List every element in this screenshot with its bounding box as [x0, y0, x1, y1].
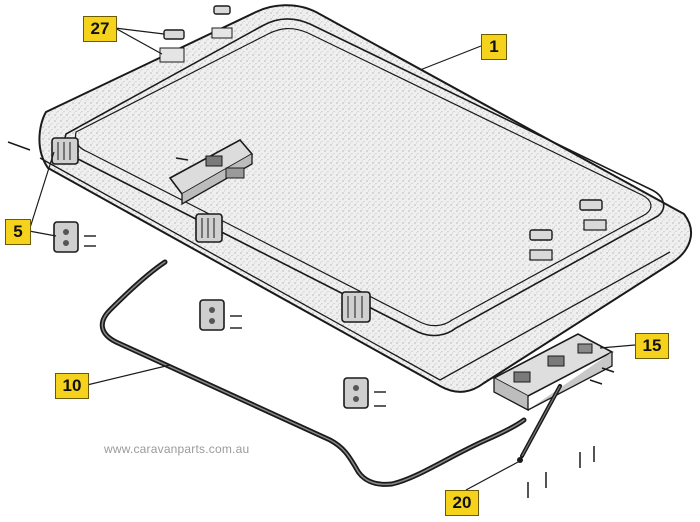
watermark-url: www.caravanparts.com.au — [104, 442, 250, 456]
lid-panel — [38, 4, 693, 393]
callout-15: 15 — [635, 333, 669, 359]
lock-bracket — [168, 138, 254, 206]
latch-bracket — [492, 333, 614, 412]
leader-10 — [86, 364, 171, 386]
hinge-plate-2 — [199, 299, 242, 331]
leader-1 — [419, 45, 482, 71]
screws — [7, 141, 615, 498]
stay-rod — [517, 384, 562, 463]
leader-15 — [599, 344, 636, 349]
clip-top-b — [159, 29, 185, 63]
hinge-left — [51, 137, 79, 165]
hinge-plate-1 — [53, 221, 96, 253]
leader-27-b — [114, 27, 163, 55]
callout-10: 10 — [55, 373, 89, 399]
clip-top-a — [211, 5, 233, 39]
hinge-right — [341, 291, 371, 323]
clip-right-a — [579, 199, 607, 231]
hinge-plate-3 — [343, 377, 386, 409]
lid-outer-edge — [38, 4, 693, 393]
leader-20 — [465, 461, 519, 491]
leader-lines — [28, 27, 636, 491]
hinge-middle — [195, 213, 223, 243]
callout-1: 1 — [481, 34, 507, 60]
callout-27: 27 — [83, 16, 117, 42]
lid-rim-band — [39, 157, 671, 381]
callout-20: 20 — [445, 490, 479, 516]
leader-5-b — [28, 151, 55, 232]
clip-right-b — [529, 229, 553, 261]
leader-5-a — [28, 230, 57, 237]
stay-bar-highlight — [101, 261, 525, 486]
callout-5: 5 — [5, 219, 31, 245]
lid-inner-frame-2 — [74, 28, 652, 327]
leader-27-a — [114, 27, 165, 35]
